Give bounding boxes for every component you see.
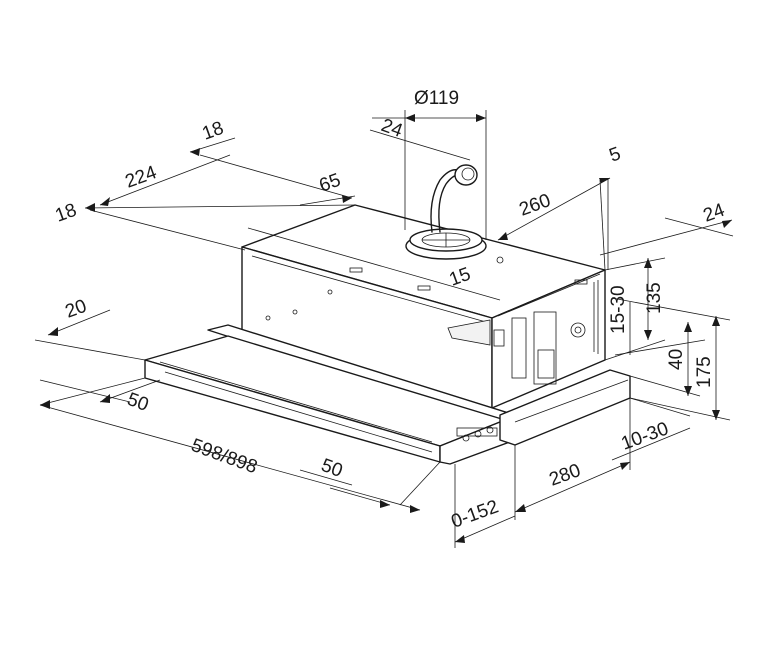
damper-stem	[438, 174, 463, 233]
top-hole	[496, 256, 504, 264]
side-bracket	[511, 317, 527, 379]
dim-50-bottom: 50	[318, 455, 345, 482]
dim-20: 20	[63, 296, 90, 323]
control-knob	[486, 426, 494, 434]
front-recess	[447, 319, 491, 346]
dim-40: 40	[666, 349, 687, 370]
duct-outlet	[405, 164, 487, 260]
control-knob	[474, 430, 482, 438]
dim-65: 65	[317, 170, 344, 197]
dim-280: 280	[547, 460, 584, 491]
dimension-lines	[34, 110, 734, 548]
dim-0-152: 0-152	[449, 496, 502, 532]
hood-body	[241, 204, 606, 409]
dim-175: 175	[694, 356, 715, 388]
damper-cap	[454, 164, 478, 186]
dim-135: 135	[644, 282, 665, 314]
dim-10-30: 10-30	[619, 418, 672, 454]
dim-15-30: 15-30	[608, 285, 629, 334]
side-clip	[493, 329, 505, 347]
damper-cap-inner	[461, 167, 475, 181]
dim-598-898: 598/898	[188, 435, 260, 478]
dim-260: 260	[517, 190, 554, 221]
side-bracket	[533, 311, 557, 385]
front-hole	[265, 315, 271, 321]
dim-224: 224	[123, 162, 160, 193]
front-hole	[292, 309, 298, 315]
dim-24-top: 24	[378, 115, 405, 142]
side-cable-gland-inner	[574, 326, 582, 334]
front-hole	[327, 289, 333, 295]
side-cable-gland	[570, 322, 586, 338]
arrowheads	[40, 114, 732, 543]
dim-18-top: 18	[200, 118, 227, 145]
top-slot	[574, 279, 588, 285]
dim-50-left: 50	[124, 389, 151, 416]
top-slot	[417, 285, 431, 291]
dim-18-left: 18	[53, 200, 80, 227]
control-knob	[462, 434, 470, 442]
dim-5: 5	[607, 143, 624, 166]
dim-diameter-119: Ø119	[414, 88, 459, 109]
side-switch	[537, 349, 555, 379]
control-panel	[456, 427, 498, 437]
top-slot	[349, 267, 363, 273]
